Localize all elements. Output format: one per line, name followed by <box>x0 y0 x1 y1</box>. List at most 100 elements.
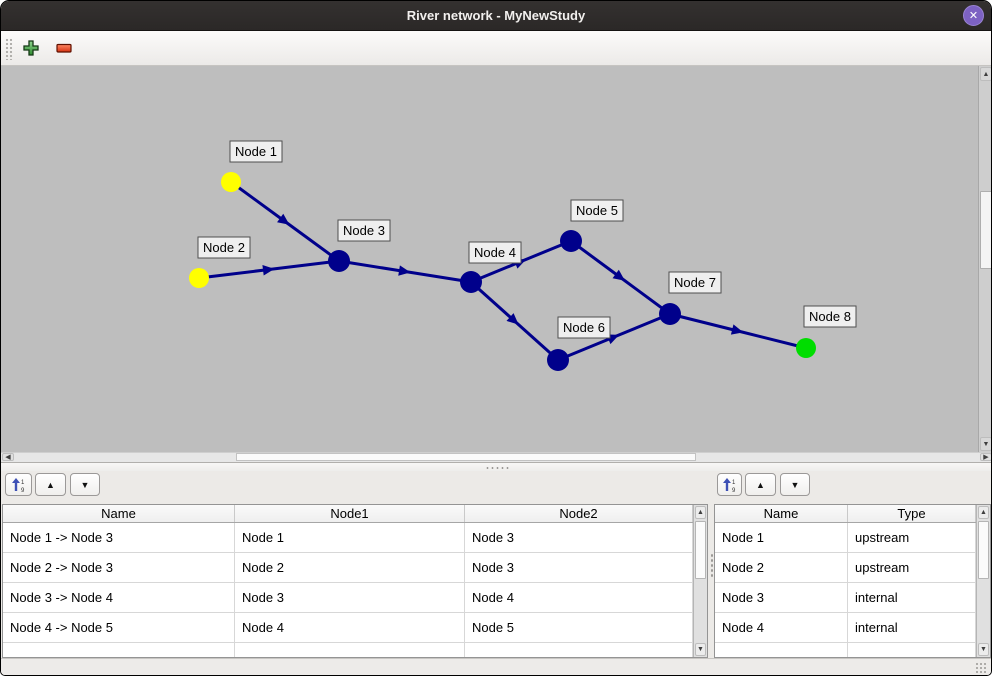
arrow-down-icon: ▼ <box>980 646 987 653</box>
scroll-down-button[interactable]: ▼ <box>980 437 991 451</box>
table-cell: Node 4 <box>465 583 693 612</box>
horizontal-splitter[interactable] <box>1 462 991 471</box>
canvas-vertical-scrollbar[interactable]: ▲ ▼ <box>978 66 991 452</box>
svg-text:9: 9 <box>732 488 736 494</box>
arrow-up-icon: ▲ <box>980 509 987 516</box>
links-move-up-button[interactable]: ▲ <box>35 473 66 496</box>
column-header[interactable]: Node1 <box>235 505 465 522</box>
close-button[interactable]: ✕ <box>963 5 984 26</box>
river-link[interactable] <box>469 280 560 362</box>
table-cell: internal <box>848 613 976 642</box>
table-cell <box>465 643 693 657</box>
nodes-table-scrollbar[interactable]: ▲ ▼ <box>976 505 990 657</box>
scroll-up-button[interactable]: ▲ <box>695 506 706 519</box>
river-node[interactable] <box>460 271 482 293</box>
column-header[interactable]: Name <box>715 505 848 522</box>
river-node[interactable] <box>659 303 681 325</box>
river-node[interactable] <box>560 230 582 252</box>
river-link[interactable] <box>557 312 671 362</box>
arrow-up-icon: ▲ <box>982 70 990 78</box>
links-move-down-button[interactable]: ▼ <box>70 473 100 496</box>
minus-icon <box>56 43 72 53</box>
column-header[interactable]: Node2 <box>465 505 693 522</box>
title-bar[interactable]: River network - MyNewStudy ✕ <box>1 1 991 31</box>
table-cell: Node 1 <box>715 523 848 552</box>
nodes-sort-button[interactable]: 1 9 <box>717 473 742 496</box>
splitter-handle-icon <box>710 553 714 579</box>
splitter-handle-icon <box>485 466 511 470</box>
table-cell: internal <box>848 583 976 612</box>
svg-text:Node 2: Node 2 <box>203 240 245 255</box>
river-node[interactable] <box>547 349 569 371</box>
nodes-move-down-button[interactable]: ▼ <box>780 473 810 496</box>
svg-text:1: 1 <box>21 480 25 486</box>
links-sort-button[interactable]: 1 9 <box>5 473 32 496</box>
table-cell: Node 2 <box>715 553 848 582</box>
scroll-left-button[interactable]: ◀ <box>2 453 14 461</box>
scroll-up-button[interactable]: ▲ <box>978 506 989 519</box>
table-cell: Node 3 -> Node 4 <box>3 583 235 612</box>
triangle-down-icon: ▼ <box>790 479 800 490</box>
table-cell: Node 4 <box>235 613 465 642</box>
scrollbar-thumb[interactable] <box>980 191 991 269</box>
table-row-empty[interactable] <box>715 643 990 657</box>
scroll-up-button[interactable]: ▲ <box>980 67 991 81</box>
vertical-splitter[interactable] <box>709 471 714 658</box>
scroll-right-button[interactable]: ▶ <box>980 453 991 461</box>
table-cell: Node 3 <box>715 583 848 612</box>
river-node[interactable] <box>796 338 816 358</box>
close-icon: ✕ <box>968 10 979 22</box>
scrollbar-thumb[interactable] <box>978 521 989 579</box>
canvas-horizontal-scrollbar[interactable]: ◀ ▶ <box>1 452 991 462</box>
status-bar <box>1 658 991 675</box>
sort-ascending-icon: 1 9 <box>722 477 736 494</box>
node-label: Node 6 <box>557 316 611 339</box>
column-header[interactable]: Name <box>3 505 235 522</box>
node-label: Node 3 <box>337 219 391 242</box>
river-node[interactable] <box>221 172 241 192</box>
scrollbar-thumb[interactable] <box>236 453 696 461</box>
column-header[interactable]: Type <box>848 505 976 522</box>
table-cell: Node 1 -> Node 3 <box>3 523 235 552</box>
river-link[interactable] <box>669 312 807 350</box>
triangle-down-icon: ▼ <box>80 479 90 490</box>
scroll-down-button[interactable]: ▼ <box>695 643 706 656</box>
river-link[interactable] <box>338 259 472 284</box>
river-link[interactable] <box>230 180 340 263</box>
add-button[interactable] <box>21 39 41 59</box>
node-label: Node 4 <box>468 241 522 264</box>
river-node[interactable] <box>189 268 209 288</box>
table-cell <box>848 643 976 657</box>
table-row-empty[interactable] <box>3 643 707 657</box>
svg-text:Node 8: Node 8 <box>809 309 851 324</box>
toolbar-drag-handle[interactable] <box>5 38 13 60</box>
arrow-left-icon: ◀ <box>5 453 11 461</box>
river-node[interactable] <box>328 250 350 272</box>
river-link[interactable] <box>198 259 340 280</box>
nodes-move-up-button[interactable]: ▲ <box>745 473 776 496</box>
scrollbar-thumb[interactable] <box>695 521 706 579</box>
scroll-down-button[interactable]: ▼ <box>978 643 989 656</box>
plus-icon <box>23 40 39 56</box>
svg-text:9: 9 <box>21 488 25 494</box>
remove-button[interactable] <box>54 39 74 59</box>
resize-grip-icon[interactable] <box>975 662 988 675</box>
arrow-down-icon: ▼ <box>697 646 704 653</box>
table-cell: Node 5 <box>465 613 693 642</box>
links-table-scrollbar[interactable]: ▲ ▼ <box>693 505 707 657</box>
node-label: Node 2 <box>197 236 251 259</box>
river-link[interactable] <box>570 239 671 316</box>
